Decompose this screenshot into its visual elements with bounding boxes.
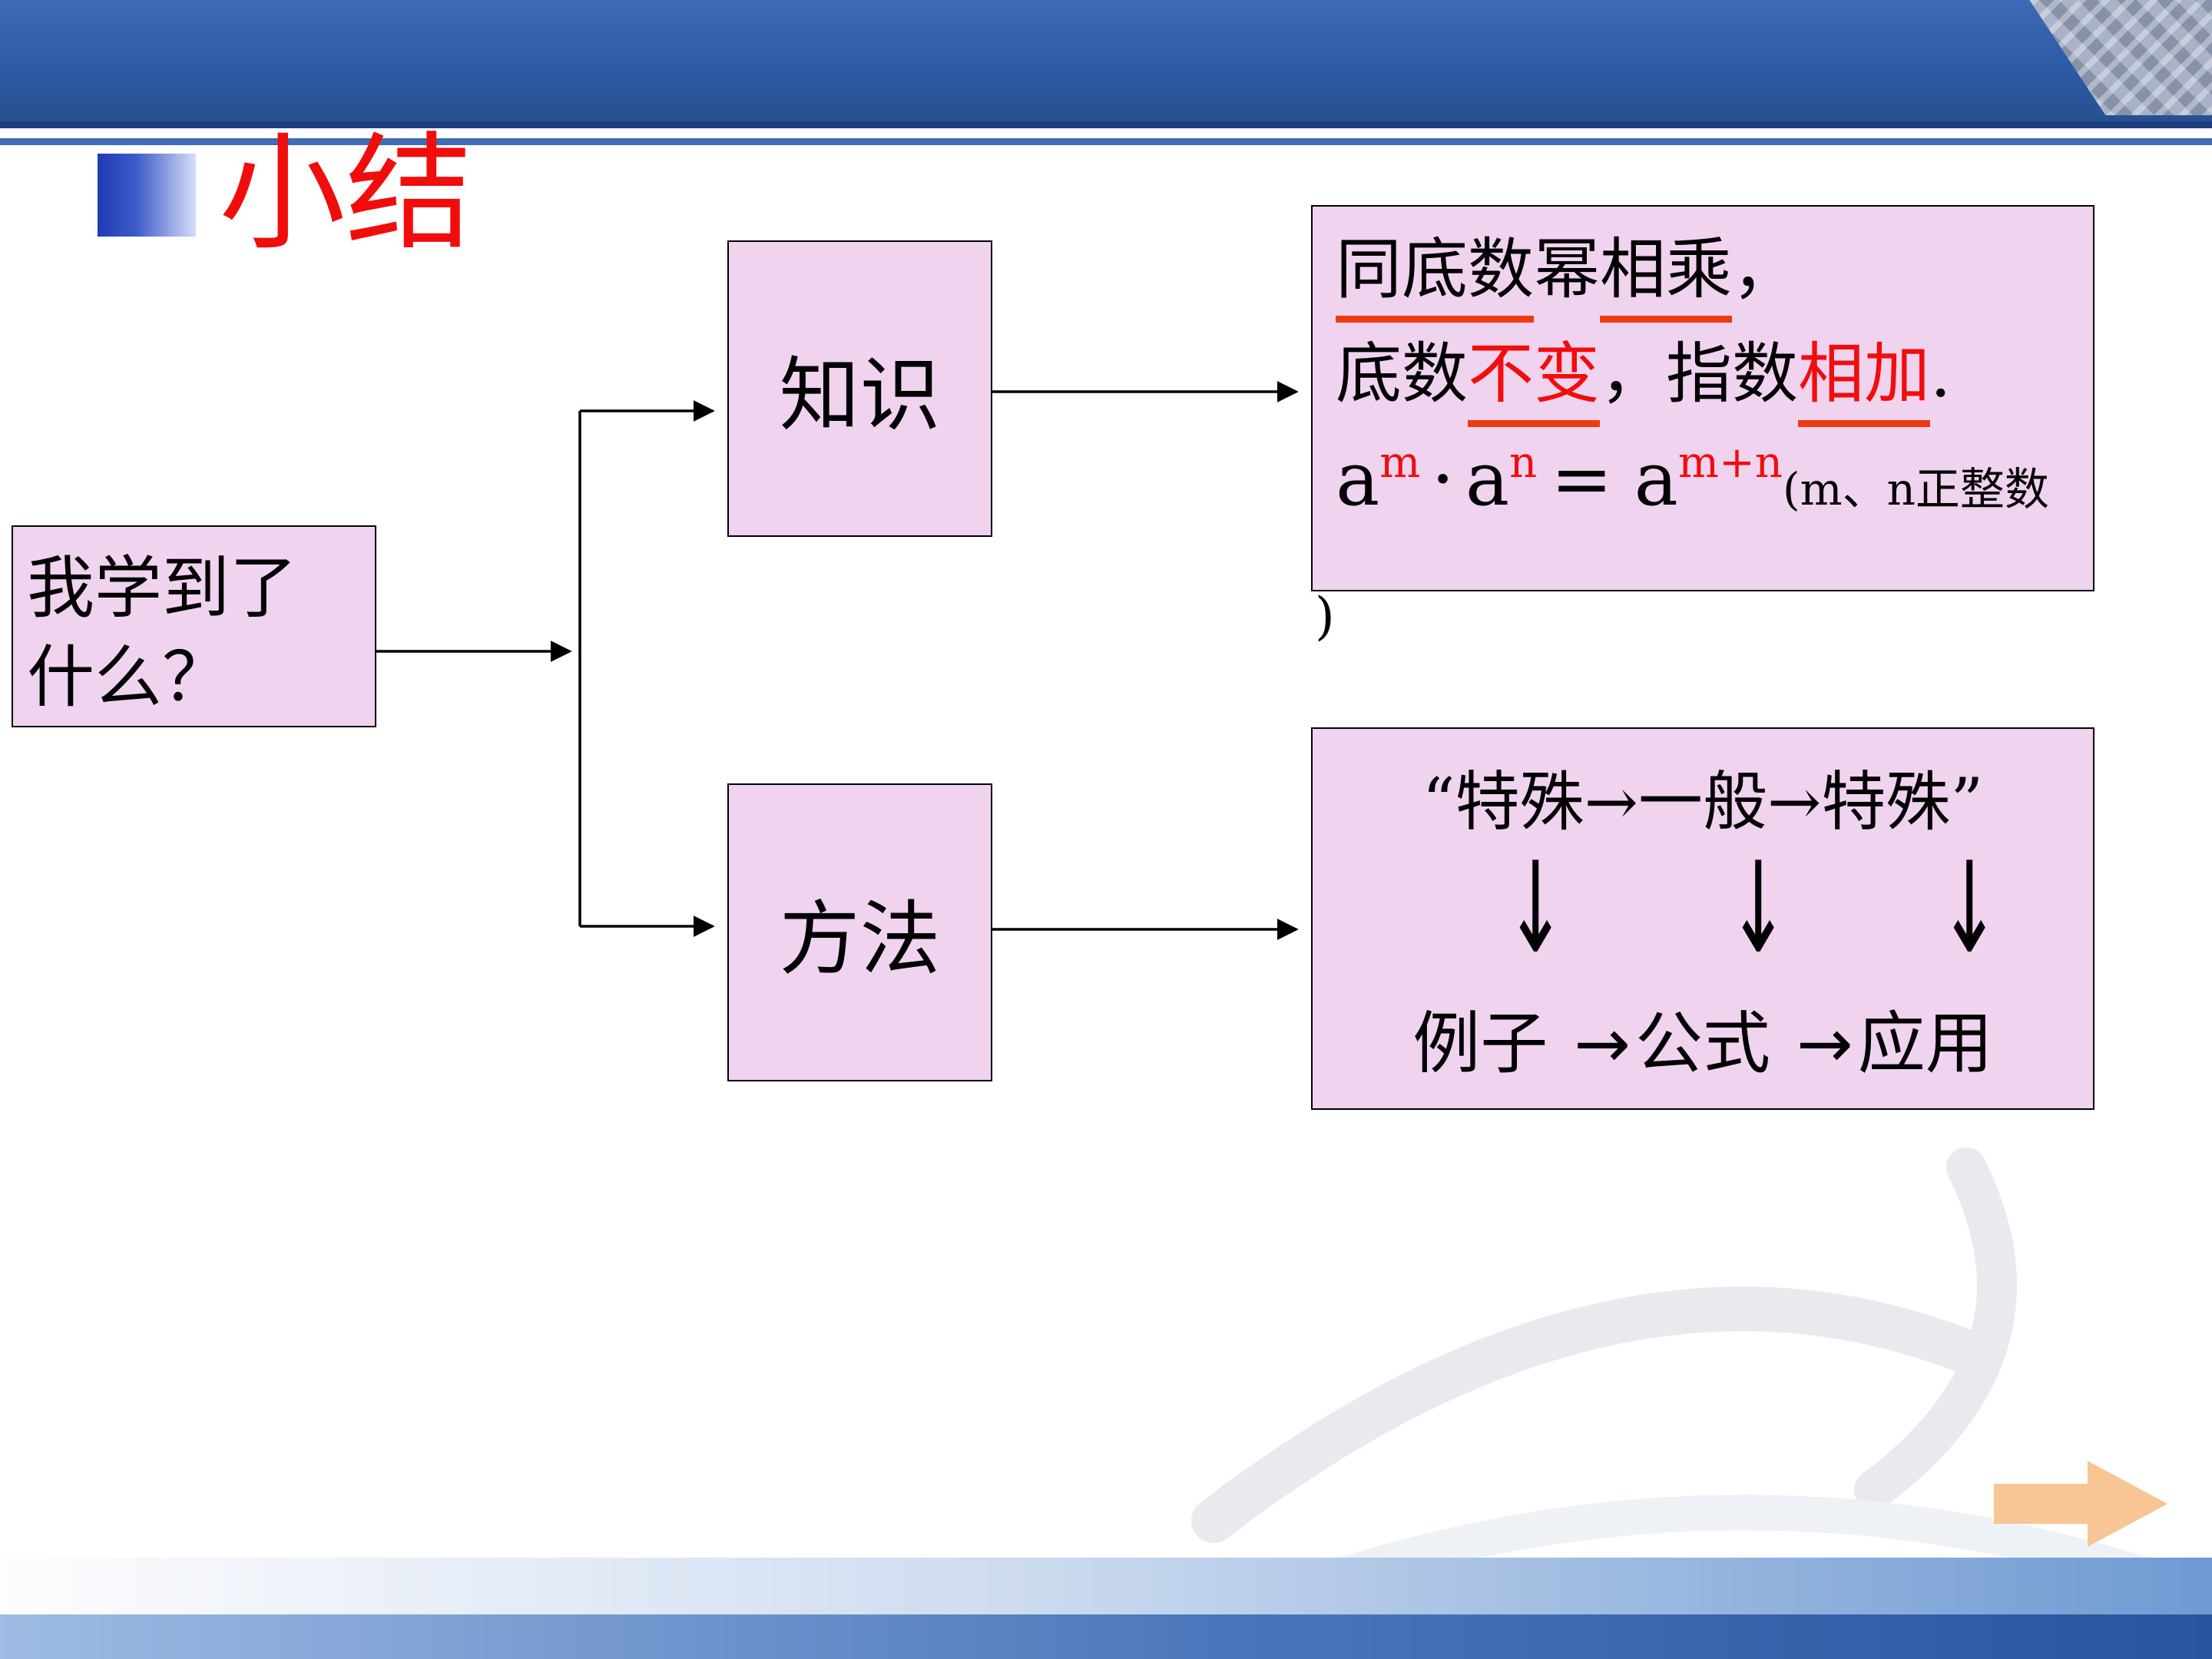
swoosh-stroke-2	[1854, 1147, 2017, 1510]
question-line-1: 我学到了	[27, 548, 298, 628]
red-underlined-xiangjia: 相加	[1798, 336, 1930, 428]
formula-base-a3: a	[1634, 435, 1678, 522]
underlined-tongdishu: 同底数	[1336, 231, 1534, 323]
knowledge-line-2: 底数不变，指数相加.	[1336, 336, 2070, 428]
footer-band-light	[0, 1558, 2212, 1614]
swoosh-stroke-1	[1191, 1286, 1988, 1543]
formula-exp-n: n	[1509, 437, 1538, 488]
text-period: .	[1930, 336, 1952, 413]
knowledge-node-box: 知识	[727, 240, 992, 537]
down-arrow-icon: ↓	[1939, 835, 2001, 982]
knowledge-detail-box: 同底数幂相乘， 底数不变，指数相加. am·an=am+n(m、n正整数	[1311, 205, 2094, 591]
formula-exp-m-plus-n: m+n	[1677, 437, 1783, 488]
knowledge-node-label: 知识	[779, 349, 941, 442]
formula-base-a2: a	[1465, 435, 1510, 522]
page-title: 小结	[219, 120, 472, 267]
footer-band-dark	[0, 1614, 2212, 1659]
formula-multiply-dot: ·	[1431, 435, 1455, 522]
top-banner-dark-line	[0, 121, 2212, 128]
underlined-xiangcheng: 相乘	[1600, 231, 1732, 323]
formula-condition-note: (m、n正整数	[1782, 462, 2049, 515]
formula-base-a1: a	[1336, 435, 1380, 522]
formula-equals: =	[1551, 435, 1613, 522]
red-underlined-bubian: 不变	[1468, 336, 1600, 428]
text-zhishu: ，指数	[1600, 336, 1798, 413]
text-mi: 幂	[1534, 231, 1600, 308]
method-node-box: 方法	[727, 783, 992, 1081]
down-arrow-icon: ↓	[1727, 835, 1790, 982]
formula-closing-paren: )	[1315, 587, 1335, 646]
formula-exp-m: m	[1379, 437, 1421, 488]
power-formula: am·an=am+n(m、n正整数	[1336, 441, 2070, 516]
right-arrow-icon: →	[1796, 1004, 1853, 1083]
method-pattern-line: “特殊→一般→特殊”	[1422, 764, 1984, 839]
title-bullet-square	[98, 154, 196, 237]
method-node-label: 方法	[779, 892, 941, 986]
right-arrow-icon: →	[1574, 1004, 1631, 1083]
text-gongshi: 公式	[1634, 1004, 1770, 1083]
down-arrow-icon: ↓	[1505, 835, 1567, 982]
method-detail-box: “特殊→一般→特殊” ↓ ↓ ↓ 例子→公式→应用	[1311, 727, 2094, 1110]
top-banner-blue-line	[0, 138, 2212, 145]
text-lizi: 例子	[1412, 1004, 1548, 1083]
question-line-2: 什么？	[27, 637, 230, 717]
text-comma: ，	[1732, 231, 1798, 308]
text-yingyong: 应用	[1857, 1004, 1993, 1083]
next-slide-arrow[interactable]	[1994, 1459, 2171, 1551]
next-slide-arrow-shape[interactable]	[1994, 1461, 2167, 1547]
knowledge-line-1: 同底数幂相乘，	[1336, 231, 2070, 323]
method-example-line: 例子→公式→应用	[1313, 989, 2093, 1087]
text-dishu: 底数	[1336, 336, 1468, 413]
top-banner	[0, 0, 2212, 121]
question-box: 我学到了 什么？	[12, 525, 376, 727]
